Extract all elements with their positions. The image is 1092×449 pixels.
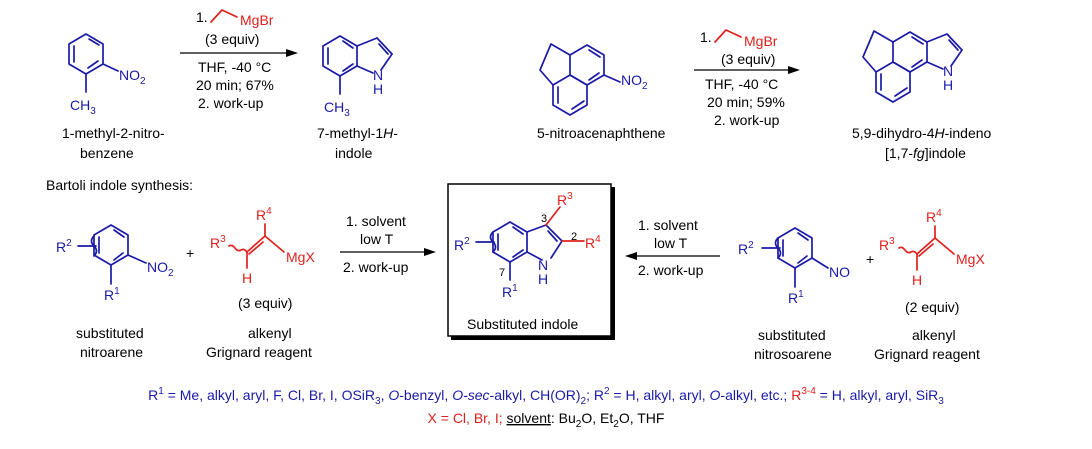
r1-label-nitroarene: R1 [104,286,120,303]
start-name-2: 5-nitroacenaphthene [537,125,666,141]
r3-bond [545,206,561,226]
ring-position-3: 3 [541,213,547,225]
nh-n-label-2: N [943,63,953,79]
molecule-substituted-nitrosoarene [761,227,829,288]
r4-label-product: R4 [585,234,601,251]
r3-label-right: R3 [879,236,895,253]
alkenyl-caption-left-1: alkenyl [248,325,292,341]
r4-label-right: R4 [926,208,942,225]
product-caption: Substituted indole [467,316,579,332]
time-yield-label-2: 20 min; 59% [707,94,785,110]
product-h-label: H [538,271,548,287]
nitrosoarene-caption-1: substituted [758,327,826,343]
nitroarene-caption-1: substituted [76,325,144,341]
h-label-left: H [242,270,252,286]
r4-label-left: R4 [256,206,272,223]
arrowhead-1 [286,49,298,57]
r3-label-left: R3 [210,234,226,251]
molecule-dihydro-indenoindole [862,30,963,103]
nh-n-label: N [373,67,383,83]
product-box-shadow-bottom [451,336,615,340]
equiv-label: (3 equiv) [205,31,259,47]
nitroarene-caption-2: nitroarene [80,344,143,360]
r2-label-nitroarene: R2 [56,238,72,255]
start-name-line-2: benzene [80,145,134,161]
molecule-substituted-indole [475,221,563,281]
molecule-1-methyl-2-nitrobenzene [68,33,119,93]
temperature-label-2: THF, -40 °C [705,76,778,92]
vinyl-icon [210,9,238,23]
alkenyl-caption-right-2: Grignard reagent [874,346,980,362]
product-box-shadow-right [611,187,615,340]
right-cond-lowt: low T [654,235,688,251]
footnote-line-1: R1 = Me, alkyl, aryl, F, Cl, Br, I, OSiR… [148,386,944,407]
left-cond-solvent: 1. solvent [346,213,406,229]
molecule-5-nitroacenaphthene [539,43,621,116]
equiv-label-2: (3 equiv) [721,51,775,67]
arrowhead-left [424,248,436,256]
molecule-substituted-nitroarene [77,224,147,285]
equiv-right: (2 equiv) [905,299,959,315]
nh-h-label: H [373,81,383,97]
step-1-label-2: 1. [700,29,712,45]
alkenyl-caption-left-2: Grignard reagent [206,344,312,360]
mgbr-label: MgBr [240,12,274,28]
workup-label: 2. work-up [198,95,264,111]
left-cond-workup: 2. work-up [343,259,409,275]
product-methyl-label: CH3 [324,99,350,119]
arrowhead-2 [788,66,800,74]
time-yield-label: 20 min; 67% [196,77,274,93]
product-n-label: N [538,257,548,273]
temperature-label: THF, -40 °C [198,59,271,75]
ring-position-7: 7 [499,267,505,279]
product-name-2-line-1: 5,9-dihydro-4H-indeno [852,125,992,141]
molecule-7-methylindole [322,35,393,95]
product-box [447,183,612,337]
h-label-right: H [912,272,922,288]
methyl-group-label: CH3 [70,97,96,117]
plus-sign-right: + [866,251,874,267]
start-name-line-1: 1-methyl-2-nitro- [62,125,165,141]
plus-sign-left: + [186,245,194,261]
product-name-line-1: 7-methyl-1H- [317,125,398,141]
ring-position-2: 2 [571,231,577,243]
nitroso-label: NO [829,264,850,280]
nitro-group-label-2: NO2 [621,72,648,92]
right-cond-workup: 2. work-up [638,262,704,278]
nitro-group-label: NO2 [119,67,146,87]
product-name-line-2: indole [335,145,373,161]
equiv-left: (3 equiv) [238,295,292,311]
bartoli-heading: Bartoli indole synthesis: [46,177,193,193]
r2-label-product: R2 [454,236,470,253]
nitro-label-nitroarene: NO2 [147,259,174,279]
r1-label-nitrosoarene: R1 [788,289,804,306]
vinyl-icon-2 [714,29,742,43]
arrowhead-right [625,252,637,260]
nitrosoarene-caption-2: nitrosoarene [754,346,832,362]
r2-label-nitrosoarene: R2 [738,240,754,257]
r3-label-product: R3 [557,191,573,208]
nh-h-label-2: H [943,77,953,93]
right-cond-solvent: 1. solvent [638,217,698,233]
footnote-line-2: X = Cl, Br, I; solvent: Bu2O, Et2O, THF [428,410,665,430]
alkenyl-caption-right-1: alkenyl [912,327,956,343]
mgbr-label-2: MgBr [744,33,778,49]
r1-label-product: R1 [502,283,518,300]
product-name-2-line-2: [1,7-fg]indole [885,145,966,161]
mgx-label-right: MgX [956,251,985,267]
mgx-label-left: MgX [286,249,315,265]
molecule-alkenyl-grignard-left [228,223,285,269]
step-1-label: 1. [196,9,208,25]
workup-label-2: 2. work-up [714,112,780,128]
left-cond-lowt: low T [360,231,394,247]
molecule-alkenyl-grignard-right [898,225,955,271]
